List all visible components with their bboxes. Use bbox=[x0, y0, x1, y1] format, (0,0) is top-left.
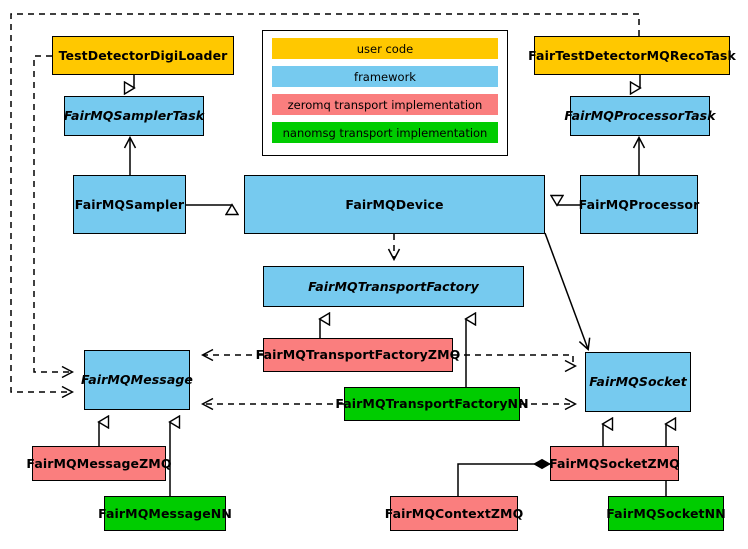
class-node-fairmqtransportfactorynn[interactable]: FairMQTransportFactoryNN bbox=[335, 387, 529, 421]
class-node-label: FairMQContextZMQ bbox=[384, 505, 524, 521]
class-node-label: FairMQDevice bbox=[345, 196, 444, 212]
class-node-label: FairMQTransportFactoryZMQ bbox=[255, 347, 461, 363]
class-node-fairmqtransportfactoryzmq[interactable]: FairMQTransportFactoryZMQ bbox=[256, 338, 460, 372]
class-node-label: FairMQProcessorTask bbox=[564, 108, 716, 124]
class-node-testdetectordigiloader[interactable]: TestDetectorDigiLoader bbox=[52, 36, 234, 75]
class-node-label: FairMQSocketZMQ bbox=[549, 455, 680, 471]
class-node-label: FairMQMessage bbox=[81, 372, 194, 388]
legend-item-framework: framework bbox=[272, 66, 498, 87]
edge-factoryzmq-depends-socket bbox=[453, 354, 575, 366]
class-node-fairmqtransportfactory[interactable]: FairMQTransportFactory bbox=[263, 266, 524, 307]
class-node-label: FairMQSocketNN bbox=[606, 505, 726, 521]
class-node-fairmqsampler[interactable]: FairMQSampler bbox=[73, 175, 186, 234]
class-node-fairmqdevice[interactable]: FairMQDevice bbox=[244, 175, 545, 234]
class-node-label: FairMQSampler bbox=[74, 196, 185, 212]
class-node-label: FairMQMessageNN bbox=[98, 505, 232, 521]
class-node-fairmqcontextzmq[interactable]: FairMQContextZMQ bbox=[385, 496, 523, 531]
class-node-label: FairMQSocket bbox=[589, 374, 687, 390]
class-node-fairmqprocessor[interactable]: FairMQProcessor bbox=[578, 175, 700, 234]
class-node-fairmqsamplertask[interactable]: FairMQSamplerTask bbox=[64, 96, 204, 136]
legend-label-zeromq: zeromq transport implementation bbox=[287, 97, 483, 112]
legend-item-nanomsg: nanomsg transport implementation bbox=[272, 122, 498, 143]
class-node-label: FairMQTransportFactory bbox=[308, 278, 479, 294]
class-node-fairtestdetectormqrecotask[interactable]: FairTestDetectorMQRecoTask bbox=[528, 36, 736, 75]
class-node-label: FairMQMessageZMQ bbox=[26, 455, 172, 471]
class-node-fairmqsocketzmq[interactable]: FairMQSocketZMQ bbox=[549, 446, 680, 481]
legend-label-framework: framework bbox=[354, 69, 416, 84]
edge-socketzmq-composes-contextzmq bbox=[457, 464, 550, 496]
class-node-fairmqmessagenn[interactable]: FairMQMessageNN bbox=[98, 496, 232, 531]
legend-item-zeromq: zeromq transport implementation bbox=[272, 94, 498, 115]
class-node-label: FairTestDetectorMQRecoTask bbox=[528, 47, 736, 63]
legend-label-user-code: user code bbox=[356, 41, 414, 56]
legend-label-nanomsg: nanomsg transport implementation bbox=[282, 125, 488, 140]
class-node-label: TestDetectorDigiLoader bbox=[58, 47, 228, 63]
class-node-fairmqmessage[interactable]: FairMQMessage bbox=[81, 350, 194, 410]
class-node-label: FairMQSamplerTask bbox=[63, 108, 205, 124]
edge-device-assoc-socket bbox=[544, 232, 588, 349]
class-node-fairmqsocket[interactable]: FairMQSocket bbox=[585, 352, 691, 412]
class-node-fairmqprocessortask[interactable]: FairMQProcessorTask bbox=[564, 96, 716, 136]
legend-item-user-code: user code bbox=[272, 38, 498, 59]
class-node-label: FairMQTransportFactoryNN bbox=[335, 396, 529, 412]
legend-box: user code framework zeromq transport imp… bbox=[262, 30, 508, 156]
class-node-label: FairMQProcessor bbox=[578, 196, 700, 212]
class-node-fairmqsocketnn[interactable]: FairMQSocketNN bbox=[606, 496, 726, 531]
class-node-fairmqmessagezmq[interactable]: FairMQMessageZMQ bbox=[26, 446, 171, 481]
